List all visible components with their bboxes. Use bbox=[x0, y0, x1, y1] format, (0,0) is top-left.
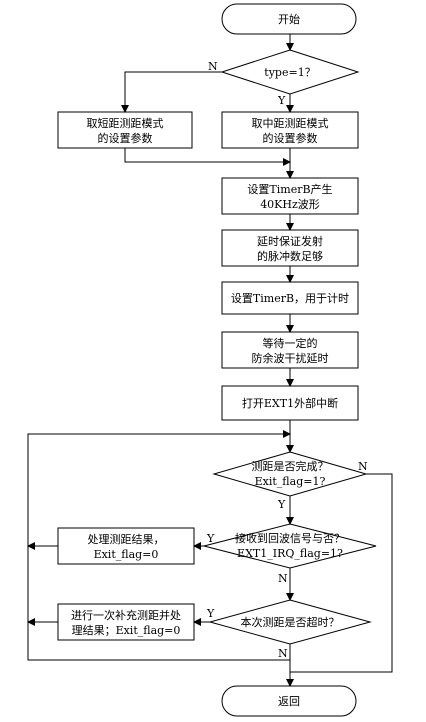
done-decision-line1: 测距是否完成？ bbox=[252, 459, 329, 473]
label-timeout-no: N bbox=[278, 647, 288, 660]
set-timerb-timing-label: 设置TimerB，用于计时 bbox=[231, 292, 349, 305]
type-decision: type=1？ bbox=[220, 49, 360, 95]
delay-pulse-line2: 的脉冲数足够 bbox=[257, 249, 323, 263]
label-echo-no: N bbox=[278, 572, 288, 585]
delay-pulse-line1: 延时保证发射 bbox=[257, 234, 323, 248]
label-done-no: N bbox=[358, 460, 368, 473]
end-terminal: 返回 bbox=[221, 685, 357, 717]
label-type-yes: Y bbox=[277, 94, 286, 107]
mid-mode-line1: 取中距测距模式 bbox=[252, 117, 329, 130]
arrow-type-no bbox=[121, 71, 222, 113]
wait-delay-line1: 等待一定的 bbox=[263, 336, 318, 350]
arrow-done-no bbox=[290, 473, 393, 673]
label-done-yes: Y bbox=[277, 498, 286, 511]
set-timerb-wave-line2: 40KHz波形 bbox=[260, 198, 320, 211]
label-echo-yes: Y bbox=[206, 532, 215, 545]
set-timerb-wave-box: 设置TimerB产生 40KHz波形 bbox=[221, 177, 359, 215]
supplement-line1: 进行一次补充测距并处 bbox=[71, 608, 181, 622]
echo-decision-line1: 接收到回波信号与否？ bbox=[235, 531, 345, 545]
mid-mode-box: 取中距测距模式 的设置参数 bbox=[221, 111, 359, 149]
timeout-decision: 本次测距是否超时？ bbox=[208, 599, 372, 645]
mid-mode-line2: 的设置参数 bbox=[263, 131, 318, 145]
loop-back-line bbox=[27, 430, 291, 661]
open-ext1-box: 打开EXT1外部中断 bbox=[221, 385, 359, 421]
start-terminal: 开始 bbox=[221, 3, 357, 35]
open-ext1-label: 打开EXT1外部中断 bbox=[242, 396, 338, 410]
start-label: 开始 bbox=[278, 12, 300, 26]
process-result-box: 处理测距结果， Exit_flag=0 bbox=[57, 527, 195, 565]
process-result-line2: Exit_flag=0 bbox=[94, 548, 159, 561]
delay-pulse-box: 延时保证发射 的脉冲数足够 bbox=[221, 229, 359, 267]
wait-delay-line2: 防余波干扰延时 bbox=[252, 351, 329, 365]
supplement-box: 进行一次补充测距并处 理结果；Exit_flag=0 bbox=[57, 603, 195, 641]
echo-decision: 接收到回波信号与否？ EXT1_IRQ_flag=1? bbox=[203, 523, 377, 569]
done-decision: 测距是否完成？ Exit_flag=1? bbox=[212, 451, 368, 497]
set-timerb-wave-line1: 设置TimerB产生 bbox=[247, 182, 332, 196]
short-mode-line2: 的设置参数 bbox=[98, 131, 153, 145]
short-mode-line1: 取短距测距模式 bbox=[87, 116, 164, 130]
branch-labels: N Y N Y Y N Y N bbox=[206, 60, 368, 660]
arrow-short-merge bbox=[124, 148, 291, 166]
type-decision-label: type=1？ bbox=[264, 66, 315, 79]
end-label: 返回 bbox=[278, 695, 300, 708]
label-type-no: N bbox=[208, 60, 218, 73]
wait-delay-box: 等待一定的 防余波干扰延时 bbox=[221, 331, 359, 369]
short-mode-box: 取短距测距模式 的设置参数 bbox=[57, 111, 193, 149]
connectors bbox=[27, 34, 393, 687]
done-decision-line2: Exit_flag=1? bbox=[255, 475, 326, 488]
process-result-line1: 处理测距结果， bbox=[88, 533, 165, 546]
set-timerb-timing-box: 设置TimerB，用于计时 bbox=[221, 281, 359, 315]
label-timeout-yes: Y bbox=[206, 607, 215, 620]
echo-decision-line2: EXT1_IRQ_flag=1? bbox=[237, 547, 343, 560]
timeout-decision-label: 本次测距是否超时？ bbox=[241, 615, 340, 629]
supplement-line2: 理结果；Exit_flag=0 bbox=[72, 624, 181, 637]
